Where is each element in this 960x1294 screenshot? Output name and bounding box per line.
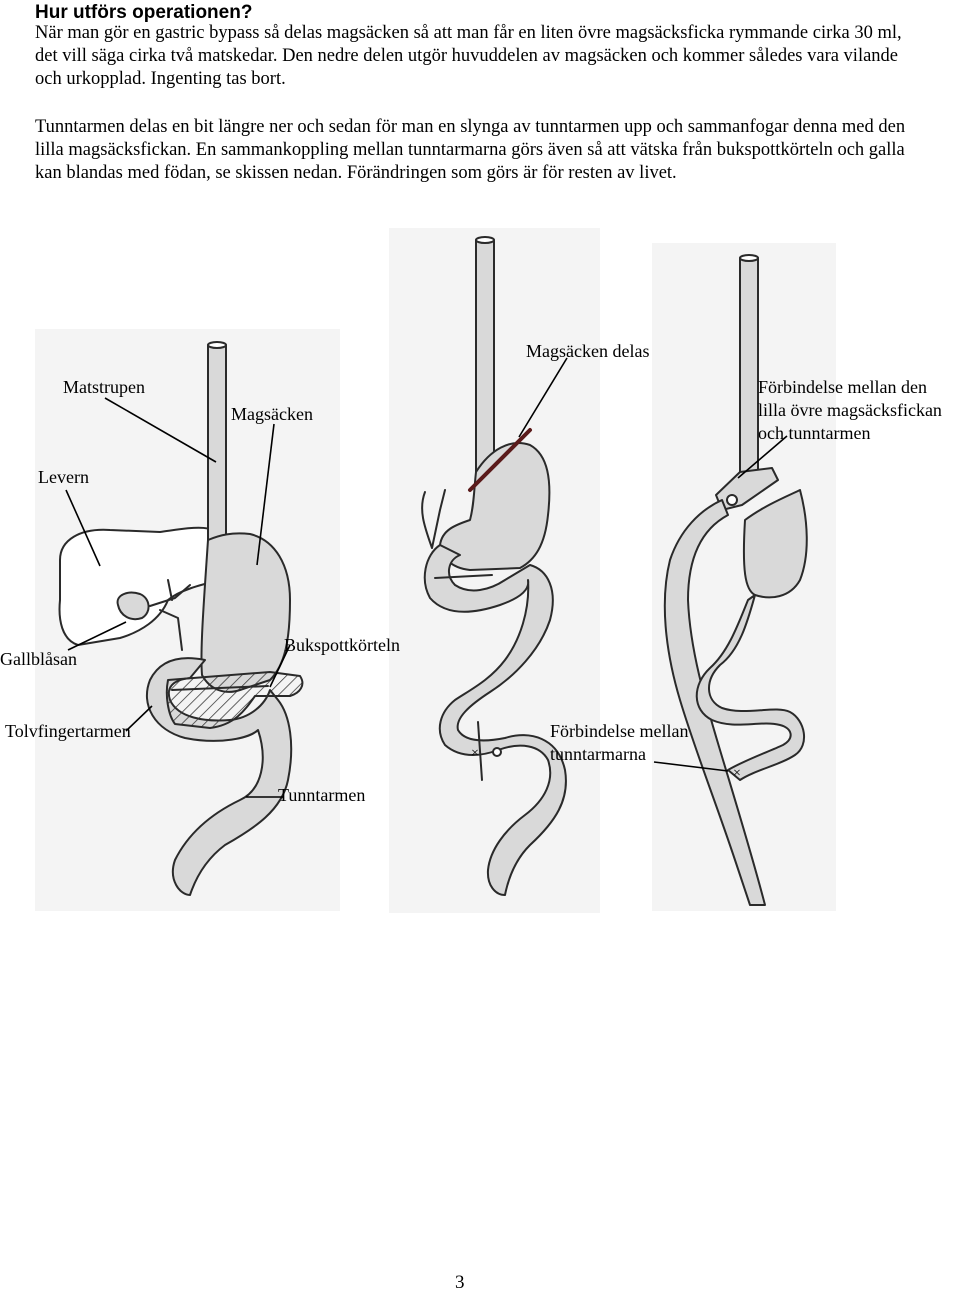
label-forbindelse-pouch-line1: Förbindelse mellan den (758, 376, 927, 399)
label-tolvfingertarmen: Tolvfingertarmen (5, 720, 131, 743)
label-levern: Levern (38, 466, 89, 489)
label-gallblasan: Gallblåsan (0, 648, 77, 671)
label-tunntarmen: Tunntarmen (278, 784, 365, 807)
stomach-shape-p2 (440, 443, 549, 570)
remnant-stomach-shape (744, 490, 807, 597)
label-forbindelse-pouch-line3: och tunntarmen (758, 422, 870, 445)
esophagus-shape (208, 345, 226, 548)
small-pouch-shape (716, 468, 778, 510)
liver-shape (60, 528, 225, 645)
label-forbindelse-tarm-line2: tunntarmarna (550, 743, 646, 766)
label-magsacken-delas: Magsäcken delas (526, 340, 649, 363)
label-forbindelse-tarm-line1: Förbindelse mellan (550, 720, 688, 743)
svg-text:×: × (733, 766, 741, 781)
label-forbindelse-pouch-line2: lilla övre magsäcksfickan (758, 399, 942, 422)
label-matstrupen: Matstrupen (63, 376, 145, 399)
page-number: 3 (455, 1272, 465, 1294)
small-intestine-p2 (425, 545, 566, 895)
label-bukspottkorteln: Bukspottkörteln (284, 634, 400, 657)
svg-text:×: × (471, 746, 479, 761)
stomach-shape (201, 533, 290, 692)
label-magsacken: Magsäcken (231, 403, 313, 426)
